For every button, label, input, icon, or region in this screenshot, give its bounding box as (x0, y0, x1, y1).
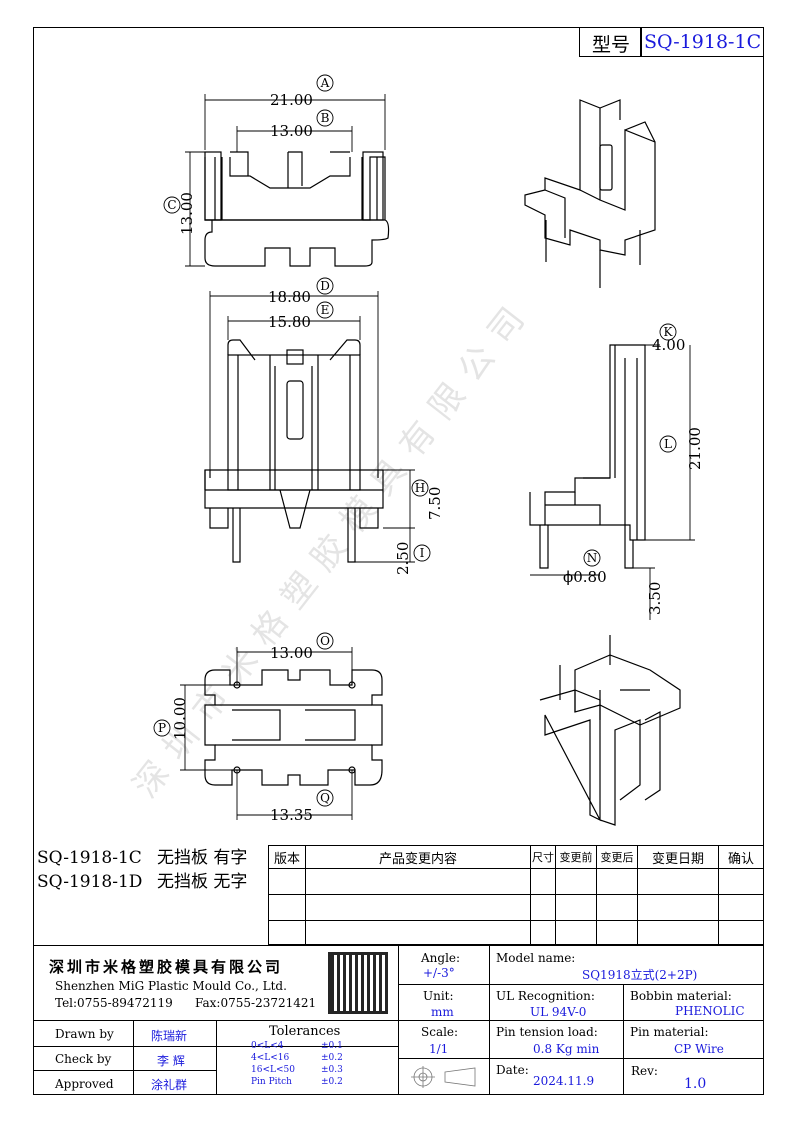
dim-A: 21.00 (270, 91, 313, 109)
fax: Fax:0755-23721421 (195, 996, 317, 1010)
title-block: 深圳市米格塑胶模具有限公司 Shenzhen MiG Plastic Mould… (33, 945, 764, 1095)
marker-L: L (664, 437, 672, 451)
marker-B: B (321, 111, 330, 125)
angle-value: +/-3° (423, 966, 455, 980)
dim-P: 10.00 (171, 697, 189, 740)
rev-value: 1.0 (684, 1076, 707, 1092)
model-header: 型号 SQ-1918-1C (579, 27, 764, 57)
dim-C: 13.00 (178, 192, 196, 235)
tel: Tel:0755-89472119 (55, 996, 173, 1010)
drawn-label: Drawn by (55, 1027, 114, 1041)
dim-Q: 13.35 (270, 806, 313, 824)
drawn-value: 陈瑞新 (151, 1029, 188, 1043)
rev-header-confirm: 确认 (718, 845, 764, 869)
check-value: 李 辉 (157, 1054, 185, 1068)
marker-Q: Q (320, 791, 330, 805)
dim-D: 18.80 (268, 288, 311, 306)
dim-H: 7.50 (426, 487, 444, 520)
scale-label: Scale: (421, 1025, 459, 1039)
check-label: Check by (55, 1052, 112, 1066)
pin-tension-value: 0.8 Kg min (533, 1042, 600, 1056)
company-en: Shenzhen MiG Plastic Mould Co., Ltd. (55, 979, 287, 993)
marker-A: A (320, 76, 330, 90)
scale-value: 1/1 (429, 1042, 449, 1056)
dim-N: ϕ0.80 (563, 568, 607, 586)
unit-value: mm (431, 1005, 454, 1019)
pin-material-label: Pin material: (630, 1025, 709, 1039)
type-label: 型号 (592, 34, 631, 56)
pin-tension-label: Pin tension load: (496, 1025, 598, 1039)
marker-E: E (321, 303, 330, 317)
iso-view-bottom (539, 635, 681, 826)
rev-header-version: 版本 (268, 845, 306, 869)
dim-R: 3.50 (646, 582, 664, 615)
ul-label: UL Recognition: (496, 989, 595, 1003)
marker-I: I (420, 546, 425, 560)
date-label: Date: (496, 1063, 529, 1077)
unit-label: Unit: (423, 989, 454, 1003)
rev-header-size: 尺寸 (530, 845, 556, 869)
rev-header-after: 变更后 (596, 845, 638, 869)
angle-label: Angle: (421, 951, 461, 965)
approved-value: 涂礼群 (151, 1078, 188, 1092)
rev-header-content: 产品变更内容 (305, 845, 531, 869)
bottom-view (204, 669, 383, 786)
marker-N: N (587, 551, 598, 565)
front-view (204, 339, 384, 563)
ul-value: UL 94V-0 (530, 1005, 587, 1019)
model-label: Model name: (496, 951, 576, 965)
projection-symbol-icon (409, 1064, 489, 1090)
tolerances-label: Tolerances (269, 1024, 341, 1039)
rev-header-before: 变更前 (555, 845, 597, 869)
revision-table: 版本 产品变更内容 尺寸 变更前 变更后 变更日期 确认 (268, 845, 764, 945)
date-value: 2024.11.9 (533, 1074, 595, 1088)
iso-view-top (524, 99, 656, 288)
rev-header-date: 变更日期 (637, 845, 719, 869)
model-value: SQ1918立式(2+2P) (582, 968, 698, 982)
tolerance-row: 16<L<50±0.3 (251, 1065, 343, 1075)
side-view (529, 344, 646, 569)
tolerance-list: 0<L<4±0.1 4<L<16±0.2 16<L<50±0.3 Pin Pit… (251, 1040, 343, 1088)
marker-C: C (167, 198, 176, 212)
marker-H: H (415, 481, 425, 495)
dim-K: 4.00 (652, 336, 685, 354)
drawing-sheet (33, 27, 764, 1095)
model-code: SQ-1918-1C (644, 31, 762, 53)
dim-E: 15.80 (268, 313, 311, 331)
dim-L: 21.00 (686, 427, 704, 470)
dim-B: 13.00 (270, 122, 313, 140)
tolerance-row: 0<L<4±0.1 (251, 1041, 343, 1051)
technical-drawing: 深圳市米格塑胶模具有限公司 (126, 74, 704, 826)
dim-I: 2.50 (394, 542, 412, 575)
approved-label: Approved (55, 1077, 114, 1091)
company-cn: 深圳市米格塑胶模具有限公司 (49, 958, 284, 976)
pin-material-value: CP Wire (674, 1042, 724, 1056)
marker-O: O (320, 634, 330, 648)
bobbin-label: Bobbin material: (630, 989, 732, 1003)
tolerance-row: Pin Pitch±0.2 (251, 1077, 343, 1087)
marker-K: K (664, 325, 674, 339)
bobbin-value: PHENOLIC (675, 1004, 745, 1018)
tolerance-row: 4<L<16±0.2 (251, 1053, 343, 1063)
qr-code (328, 952, 388, 1014)
top-view (204, 151, 390, 267)
rev-label: Rev: (631, 1064, 658, 1078)
dim-O: 13.00 (270, 644, 313, 662)
marker-P: P (158, 721, 166, 735)
marker-D: D (320, 279, 330, 293)
